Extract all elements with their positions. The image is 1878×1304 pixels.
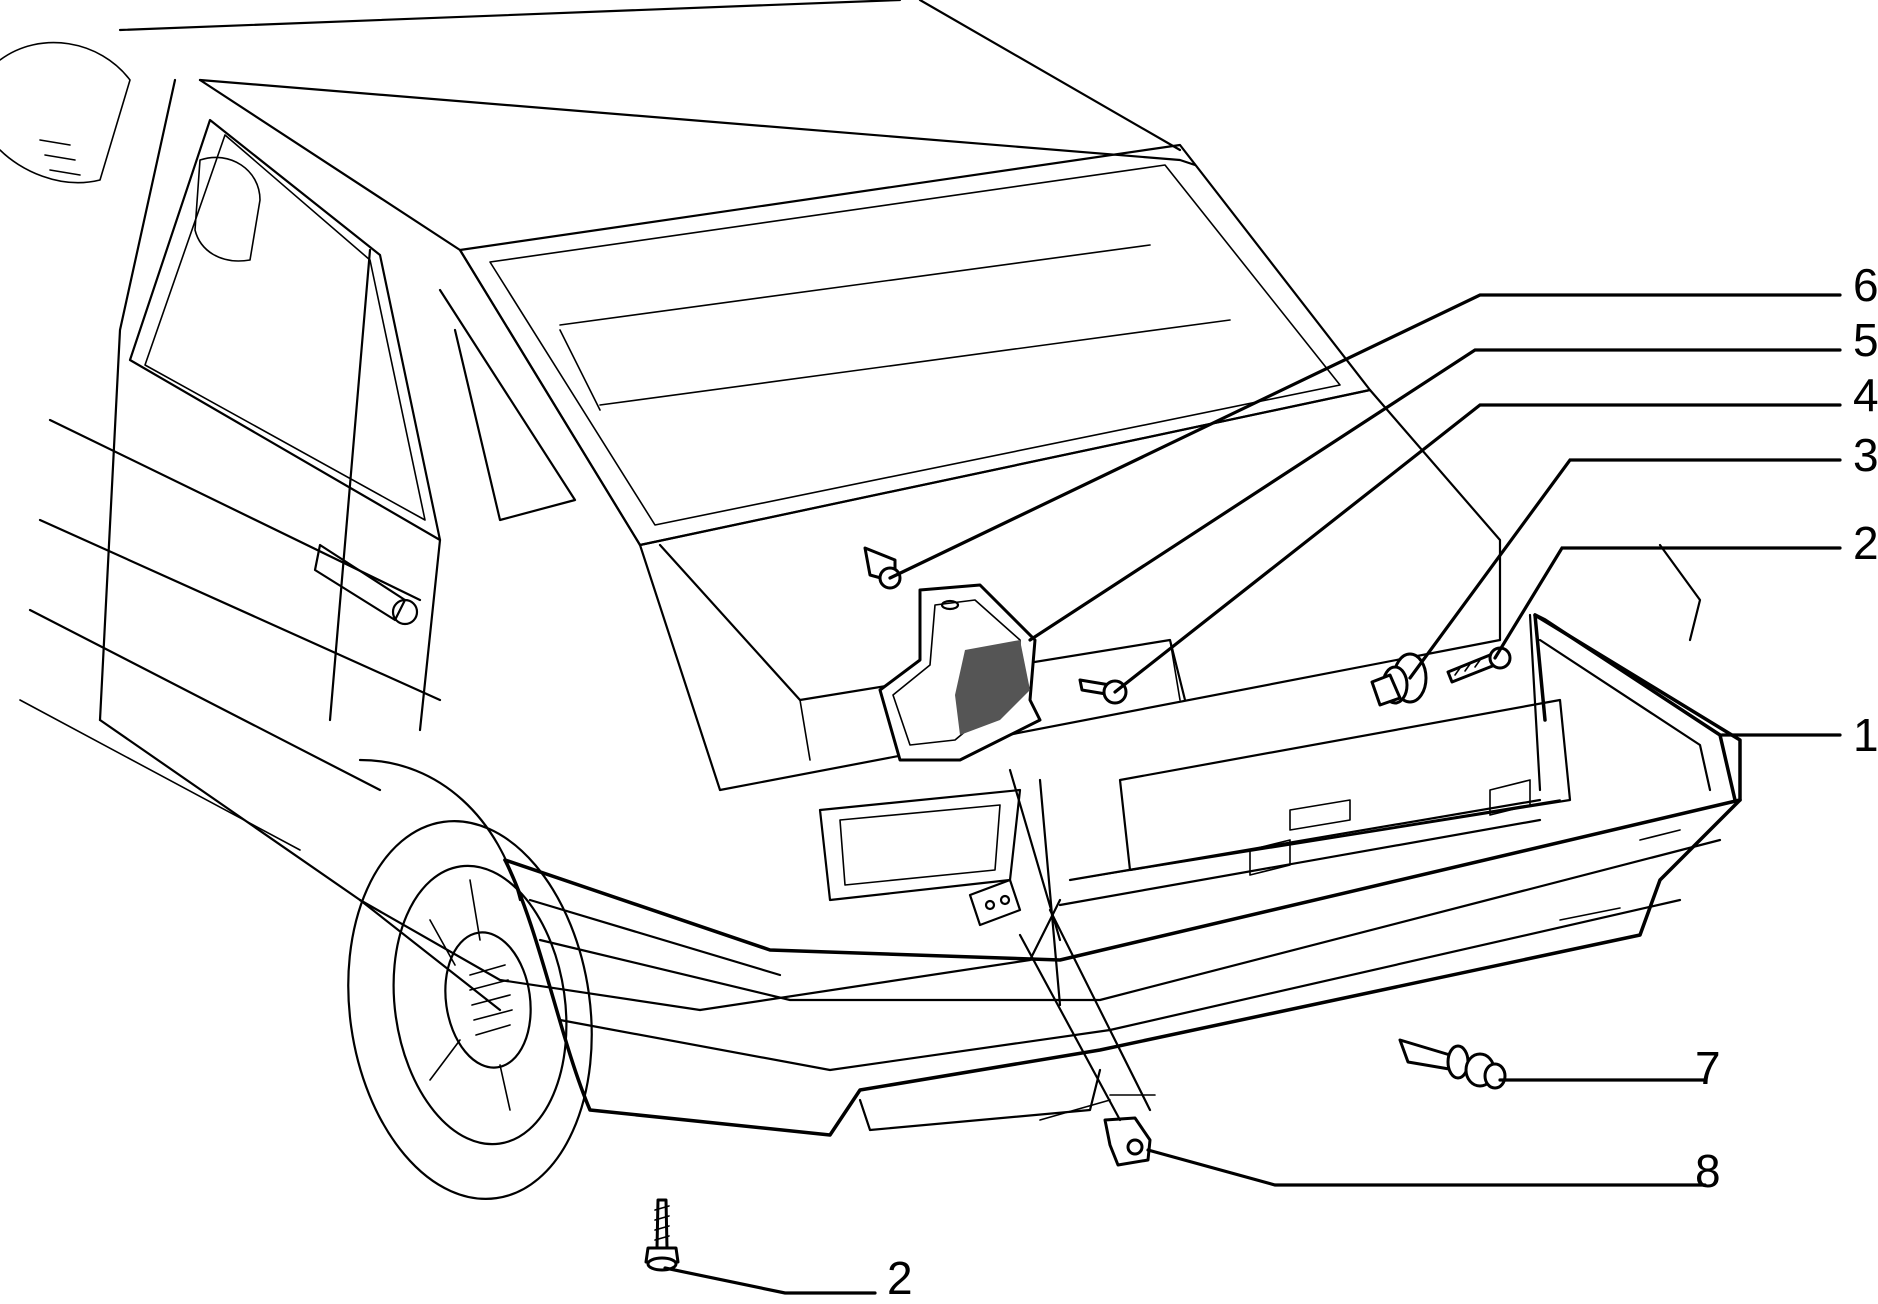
callout-4: 4 — [1853, 369, 1878, 421]
screw-part-2-lower — [644, 1198, 680, 1272]
leader-lines — [663, 293, 1842, 1295]
rear-wheel — [347, 820, 593, 1200]
bumper-bracket-mount — [968, 768, 1062, 1007]
push-pin-part-7 — [1398, 1038, 1507, 1090]
callout-6: 6 — [1853, 259, 1878, 311]
screw-part-4 — [1078, 678, 1128, 705]
callout-1: 1 — [1853, 709, 1878, 761]
car-body-outline — [0, 0, 1702, 1012]
callout-3: 3 — [1853, 429, 1878, 481]
nut-clip-part-8 — [1103, 1116, 1152, 1167]
callout-7: 7 — [1695, 1042, 1721, 1094]
callout-2-upper: 2 — [1853, 517, 1878, 569]
callout-2-lower: 2 — [887, 1252, 913, 1304]
bumper-part-1 — [503, 613, 1742, 1137]
grommet-part-3 — [1370, 652, 1428, 707]
clip-part-6 — [863, 546, 902, 590]
trim-panel-part-5 — [878, 583, 1042, 762]
callout-5: 5 — [1853, 314, 1878, 366]
screw-part-2-upper — [1446, 646, 1512, 684]
callout-8: 8 — [1695, 1145, 1721, 1197]
